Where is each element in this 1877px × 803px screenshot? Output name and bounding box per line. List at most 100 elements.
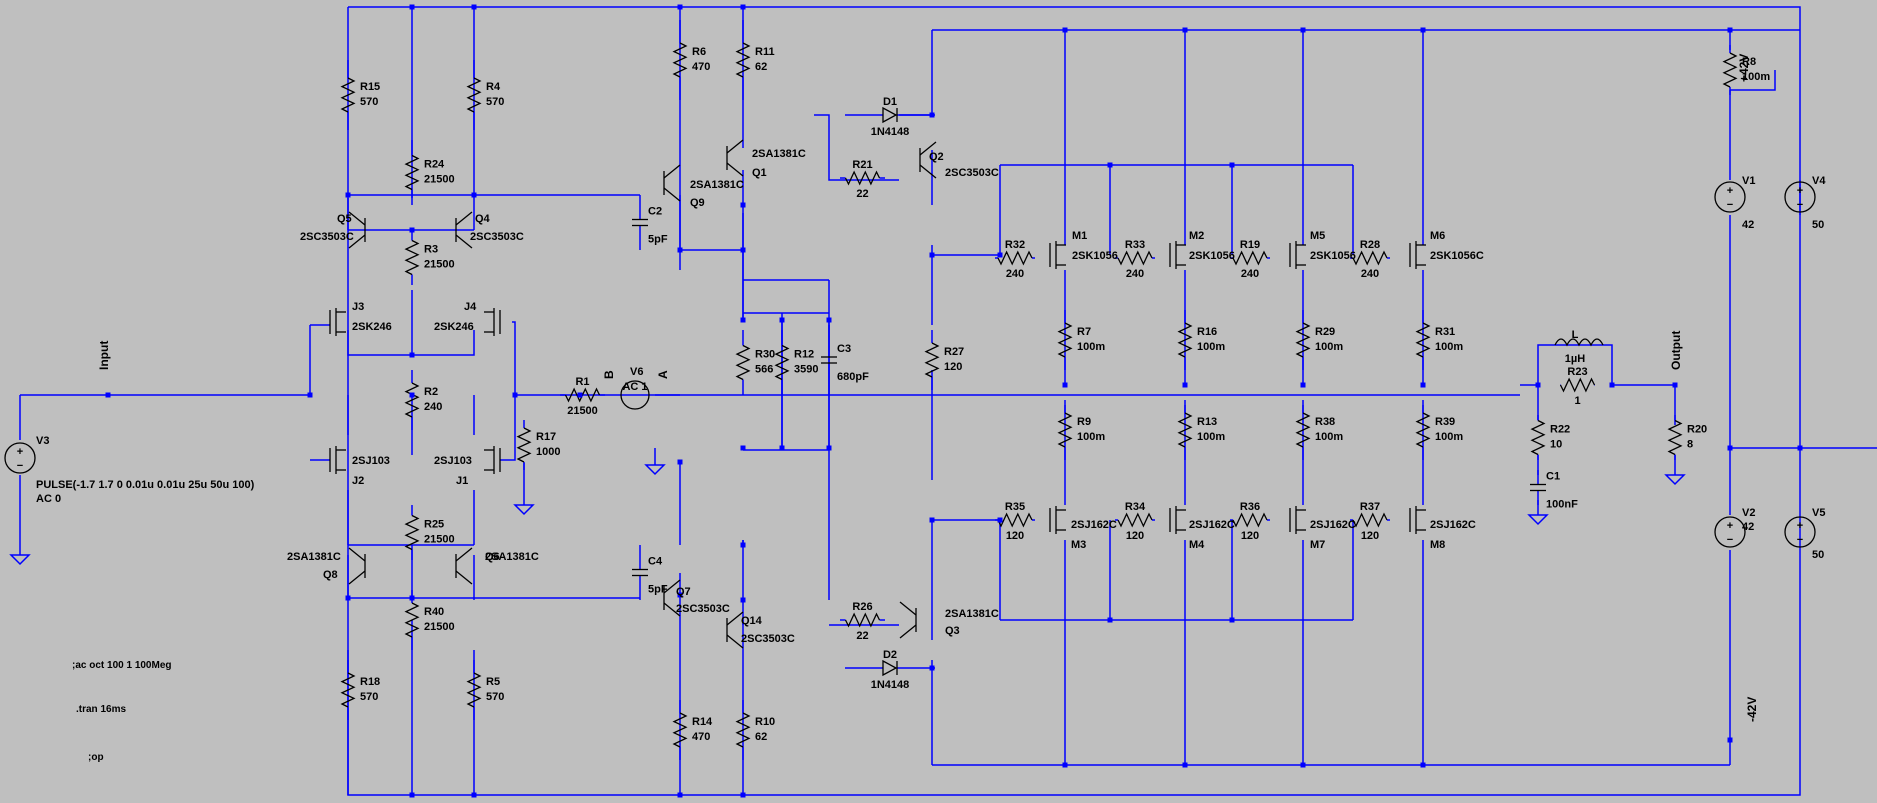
resistor-r39 xyxy=(1415,412,1431,448)
resistor-value: 1000 xyxy=(536,446,560,458)
resistor-value: 240 xyxy=(424,401,442,413)
polarity-minus: − xyxy=(1797,534,1803,546)
junction xyxy=(740,4,746,10)
polarity-plus: + xyxy=(1727,520,1733,532)
transistor-part: 2SC3503C xyxy=(945,167,999,179)
source-ac: AC 0 xyxy=(36,493,61,505)
resistor-ref: R38 xyxy=(1315,416,1335,428)
resistor-value: 240 xyxy=(1241,268,1259,280)
source-value: 42 xyxy=(1742,521,1754,533)
fet-part: 2SJ162C xyxy=(1310,519,1356,531)
resistor-ref: R1 xyxy=(575,376,589,388)
resistor-r22 xyxy=(1530,419,1546,456)
junction xyxy=(512,392,518,398)
junction xyxy=(779,445,785,451)
diode-ref: D2 xyxy=(883,649,897,661)
collector-lead xyxy=(919,141,937,156)
net-pos-rail: +42V xyxy=(1737,54,1751,82)
junction xyxy=(779,317,785,323)
resistor-r30 xyxy=(735,344,751,381)
fet-ref: J3 xyxy=(352,301,364,313)
collector-lead xyxy=(455,211,473,226)
resistor-r19 xyxy=(1232,250,1268,266)
resistor-value: 100m xyxy=(1197,341,1225,353)
polarity-minus: − xyxy=(1797,199,1803,211)
source-value: 42 xyxy=(1742,219,1754,231)
collector-lead xyxy=(663,579,681,594)
voltage-source-v3 xyxy=(4,442,36,474)
transistor-part: 2SA1381C xyxy=(752,148,806,160)
resistor-value: 100m xyxy=(1742,71,1770,83)
resistor-r20 xyxy=(1667,419,1683,456)
resistor-r7 xyxy=(1057,322,1073,358)
resistor-value: 3590 xyxy=(794,364,818,376)
resistor-value: 570 xyxy=(360,691,378,703)
emitter-lead xyxy=(726,634,744,649)
junction xyxy=(740,202,746,208)
resistor-value: 570 xyxy=(486,96,504,108)
diode-ref: D1 xyxy=(883,96,897,108)
resistor-r23 xyxy=(1559,377,1596,393)
junction xyxy=(1300,382,1306,388)
resistor-r37 xyxy=(1352,512,1388,528)
resistor-value: 21500 xyxy=(424,259,455,271)
resistor-ref: R19 xyxy=(1240,239,1260,251)
emitter-lead xyxy=(663,187,681,202)
resistor-value: 566 xyxy=(755,364,773,376)
resistor-ref: R14 xyxy=(692,716,713,728)
junction xyxy=(345,595,351,601)
junction xyxy=(740,597,746,603)
junction xyxy=(1420,382,1426,388)
fet-ref: J4 xyxy=(464,301,477,313)
emitter-lead xyxy=(455,570,473,585)
fet-ref: M5 xyxy=(1310,230,1325,242)
resistor-ref: R2 xyxy=(424,386,438,398)
junction xyxy=(1229,617,1235,623)
junction xyxy=(1727,27,1733,33)
resistor-value: 240 xyxy=(1126,268,1144,280)
voltage-source-v2 xyxy=(1714,516,1746,548)
resistor-value: 470 xyxy=(692,731,710,743)
capacitor-ref: C3 xyxy=(837,343,851,355)
resistor-ref: R4 xyxy=(486,81,501,93)
junction xyxy=(1229,162,1235,168)
resistor-ref: R5 xyxy=(486,676,500,688)
net-a: A xyxy=(656,370,670,379)
resistor-value: 62 xyxy=(755,61,767,73)
resistor-r14 xyxy=(672,712,688,748)
capacitor-value: 100nF xyxy=(1546,499,1578,511)
fet-part: 2SK246 xyxy=(434,321,474,333)
source-value: 50 xyxy=(1812,549,1824,561)
resistor-value: 120 xyxy=(1126,530,1144,542)
resistor-r21 xyxy=(844,170,881,186)
capacitor-ref: C1 xyxy=(1546,471,1560,483)
source-ref: V6 xyxy=(630,366,643,378)
voltage-source-v1 xyxy=(1714,181,1746,213)
fet-ref: J1 xyxy=(456,475,468,487)
resistor-value: 100m xyxy=(1077,431,1105,443)
polarity-plus: + xyxy=(1797,185,1803,197)
polarity-minus: − xyxy=(1727,199,1733,211)
resistor-ref: R25 xyxy=(424,519,444,531)
resistor-r38 xyxy=(1295,412,1311,448)
resistor-ref: R29 xyxy=(1315,326,1335,338)
ground-symbol xyxy=(1664,474,1686,486)
junction xyxy=(826,445,832,451)
junction xyxy=(1535,382,1541,388)
junction xyxy=(409,792,415,798)
capacitor-value: 680pF xyxy=(837,371,869,383)
collector-lead xyxy=(663,164,681,179)
transistor-part: 2SC3503C xyxy=(676,603,730,615)
labels: R15570R4570R2421500R321500R6470R1162R224… xyxy=(17,46,1827,763)
resistor-r16 xyxy=(1177,322,1193,358)
collector-lead xyxy=(726,611,744,626)
resistor-value: 21500 xyxy=(424,621,455,633)
fet-part: 2SK1056 xyxy=(1072,250,1118,262)
junction xyxy=(1300,27,1306,33)
junction xyxy=(1107,162,1113,168)
resistor-ref: R20 xyxy=(1687,424,1707,436)
directive-tran: .tran 16ms xyxy=(76,704,126,715)
junction xyxy=(409,595,415,601)
junction xyxy=(929,252,935,258)
voltage-source-v6 xyxy=(620,380,650,410)
